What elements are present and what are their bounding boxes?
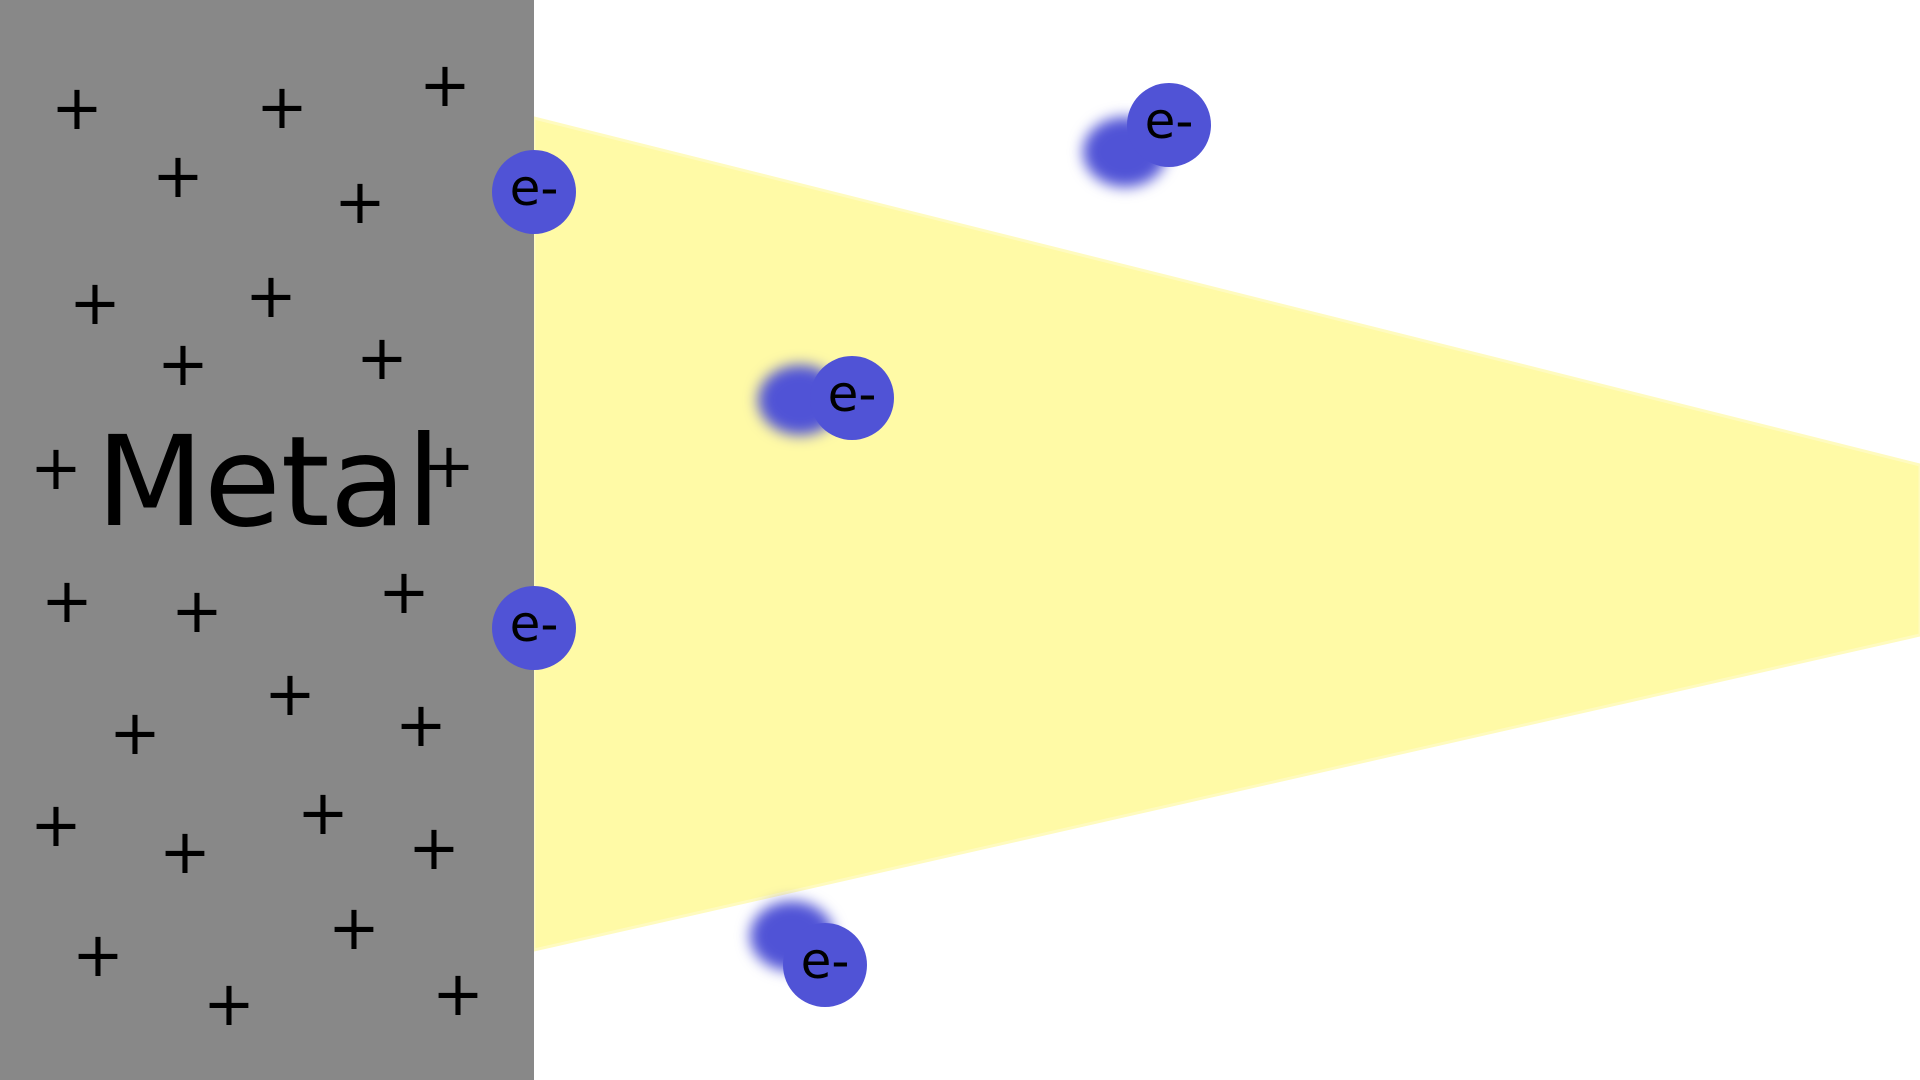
plus-charge-icon: + [51,71,103,144]
plus-charge-icon: + [72,918,124,991]
plus-charge-icon: + [256,70,308,143]
plus-charge-icon: + [245,259,297,332]
plus-charge-icon: + [432,957,484,1030]
plus-charge-icon: + [419,48,471,121]
plus-charge-icon: + [30,788,82,861]
plus-charge-icon: + [157,327,209,400]
electron-label: e- [1144,92,1194,150]
metal-block: + + + + + + + + + + + + + + + + + + + + … [0,0,534,1080]
plus-charge-icon: + [297,776,349,849]
electron-label: e- [827,365,877,423]
electron-icon: e- [492,586,576,670]
metal-label: Metal [96,410,442,555]
plus-charge-icon: + [378,555,430,628]
electron-icon: e- [1127,83,1211,167]
plus-charge-icon: + [171,574,223,647]
electron-icon: e- [783,923,867,1007]
plus-charge-icon: + [408,811,460,884]
plus-charge-icon: + [356,321,408,394]
plus-charge-icon: + [395,688,447,761]
electron-label: e- [509,159,559,217]
plus-charge-icon: + [159,815,211,888]
plus-charge-icon: + [30,431,82,504]
plus-charge-icon: + [264,657,316,730]
plus-charge-icon: + [69,266,121,339]
plus-charge-icon: + [41,564,93,637]
electron-label: e- [509,595,559,653]
plus-charge-icon: + [203,967,255,1040]
electron-icon: e- [492,150,576,234]
plus-charge-icon: + [152,139,204,212]
plus-charge-icon: + [334,165,386,238]
electron-icon: e- [810,356,894,440]
electron-label: e- [800,932,850,990]
plus-charge-icon: + [328,891,380,964]
plus-charge-icon: + [109,696,161,769]
plus-charge-icon: + [423,429,475,502]
